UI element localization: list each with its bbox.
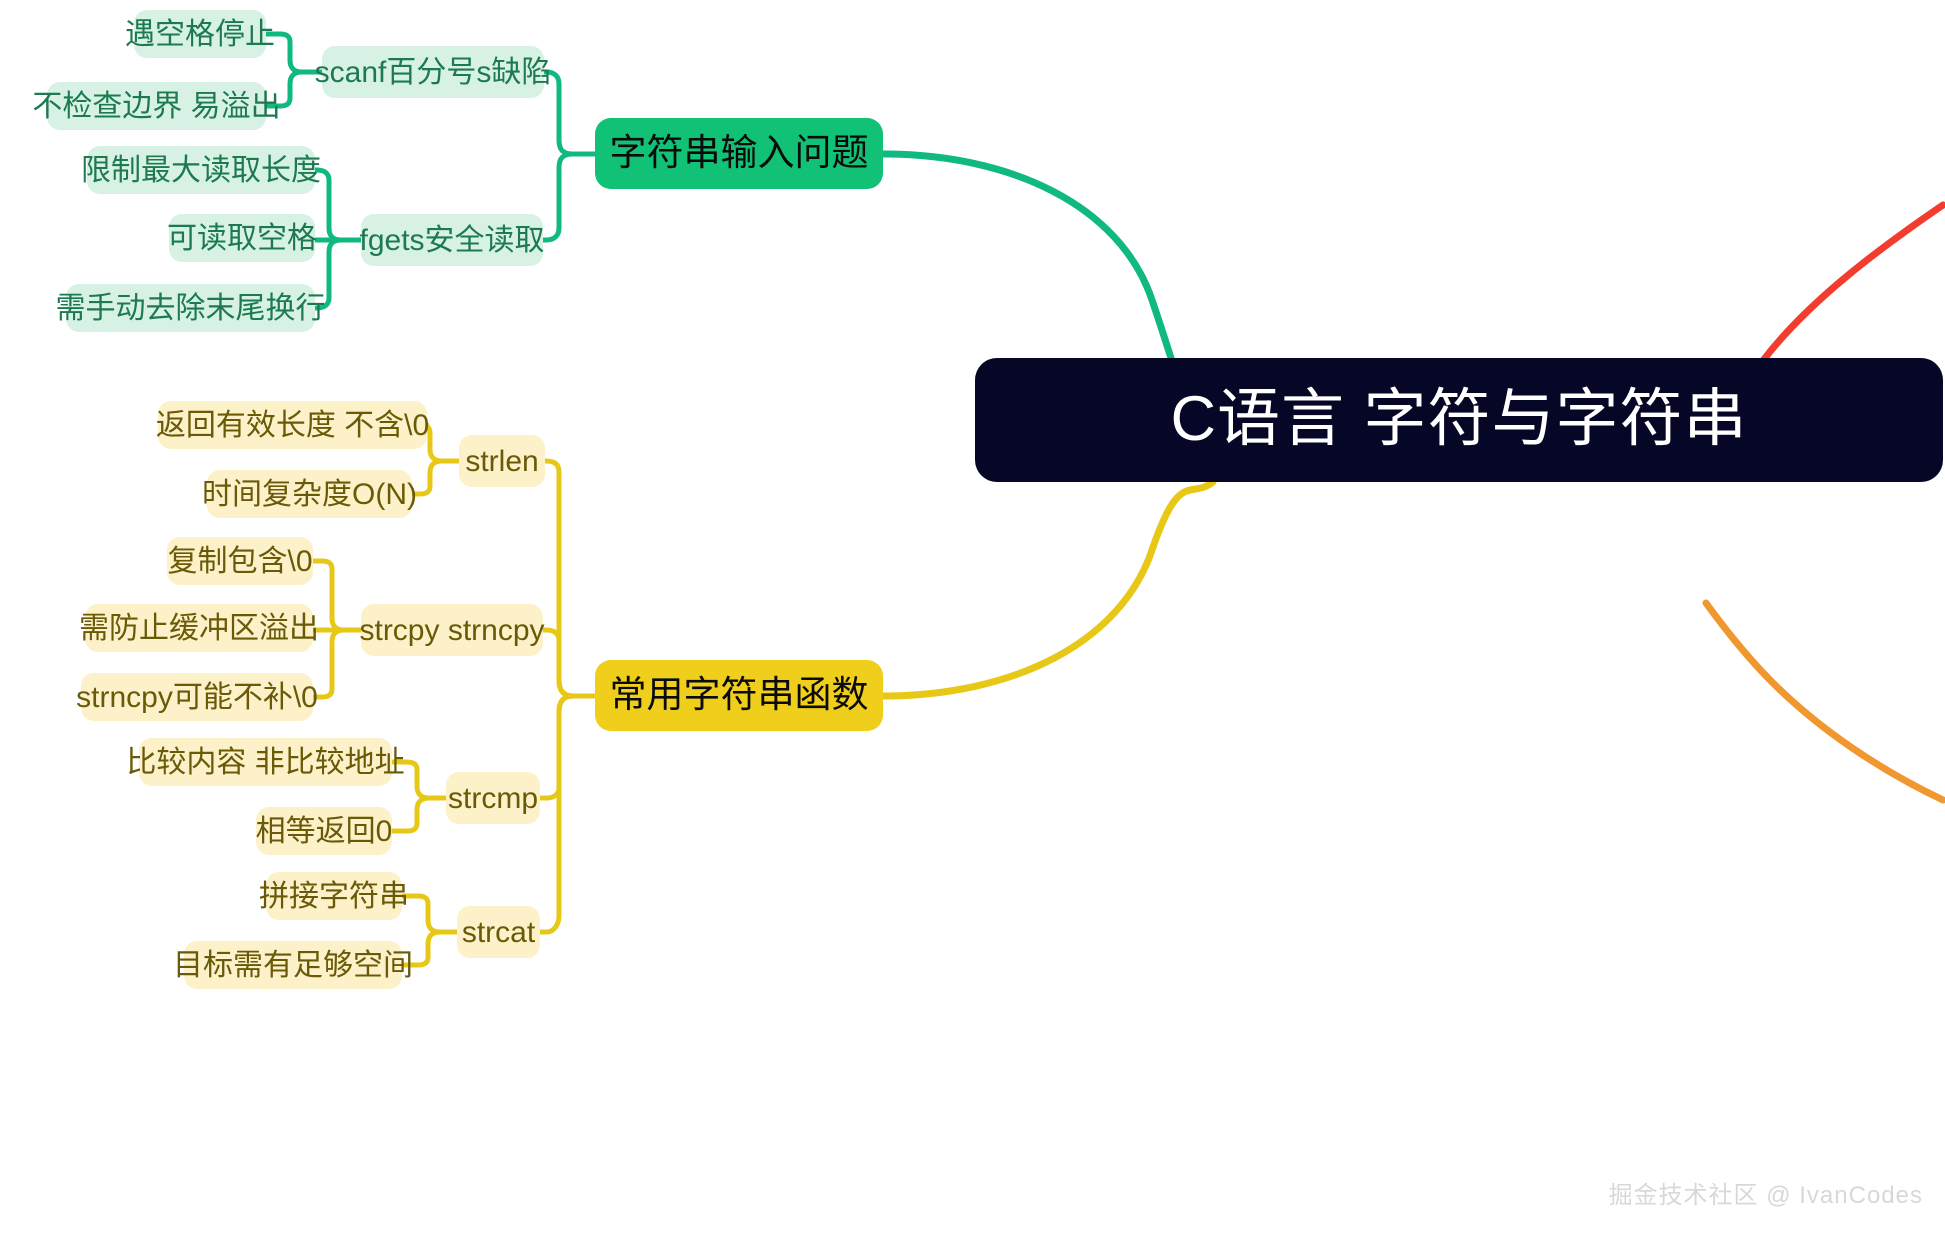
leaf-node-label: 复制包含\0	[167, 544, 313, 578]
leaf-node-strip-newline[interactable]: 需手动去除末尾换行	[56, 284, 326, 332]
wire-yellow-spine-up	[542, 458, 598, 699]
branch-label: 常用字符串函数	[609, 674, 869, 716]
wire-yellow-spine-strcpy	[540, 627, 598, 699]
sub-node-label: strcmp	[448, 781, 538, 815]
sub-node-label: strlen	[465, 444, 539, 478]
leaf-node-label: 目标需有足够空间	[173, 948, 413, 982]
wire-root-to-functions	[879, 478, 1217, 700]
leaf-node-label: 限制最大读取长度	[81, 153, 321, 187]
leaf-node-equal-returns-zero[interactable]: 相等返回0	[256, 807, 392, 855]
leaf-node-strncpy-may-not-null[interactable]: strncpy可能不补\0	[76, 673, 318, 721]
sub-node-scanf-defect[interactable]: scanf百分号s缺陷	[315, 46, 551, 98]
leaf-node-return-effective-length[interactable]: 返回有效长度 不含\0	[155, 401, 430, 449]
leaf-node-prevent-buffer-overflow[interactable]: 需防止缓冲区溢出	[79, 604, 319, 652]
leaf-node-copy-includes-null[interactable]: 复制包含\0	[167, 537, 313, 585]
wire-strcmp-leaf2	[389, 795, 449, 834]
leaf-node-label: 拼接字符串	[259, 879, 409, 913]
wire-green-spine-lower	[540, 151, 598, 243]
wire-strlen-leaf2	[409, 458, 462, 497]
leaf-node-compare-content[interactable]: 比较内容 非比较地址	[126, 738, 405, 786]
sub-node-strcpy-strncpy[interactable]: strcpy strncpy	[359, 604, 545, 656]
sub-node-label: strcat	[461, 915, 536, 949]
leaf-node-label: 时间复杂度O(N)	[202, 477, 417, 511]
branch-label: 字符串输入问题	[609, 132, 869, 174]
leaf-node-label: 可读取空格	[167, 221, 317, 255]
leaf-node-can-read-space[interactable]: 可读取空格	[167, 214, 317, 262]
leaf-node-time-complexity-on[interactable]: 时间复杂度O(N)	[202, 470, 417, 518]
sub-node-fgets-safe-read[interactable]: fgets安全读取	[359, 214, 545, 266]
leaf-node-label: 需防止缓冲区溢出	[79, 611, 319, 645]
root-node[interactable]: C语言 字符与字符串	[975, 358, 1943, 482]
wire-yellow-spine-strcat	[537, 693, 598, 935]
branch-node-common-str-functions[interactable]: 常用字符串函数	[595, 660, 883, 731]
leaf-node-no-bound-check[interactable]: 不检查边界 易溢出	[32, 82, 281, 130]
leaf-node-limit-max-length[interactable]: 限制最大读取长度	[81, 146, 321, 194]
sub-node-label: strcpy strncpy	[359, 613, 545, 647]
leaf-node-stop-at-space[interactable]: 遇空格停止	[125, 10, 275, 58]
wire-orange-offscreen	[1702, 599, 1945, 804]
watermark: 掘金技术社区 @ IvanCodes	[1608, 1182, 1923, 1209]
wire-green-spine	[541, 69, 598, 157]
leaf-node-label: 返回有效长度 不含\0	[155, 408, 430, 442]
sub-node-strcat[interactable]: strcat	[457, 906, 540, 958]
sub-node-label: fgets安全读取	[359, 223, 545, 257]
branch-node-input-problems[interactable]: 字符串输入问题	[595, 118, 883, 189]
leaf-node-label: 相等返回0	[255, 814, 393, 848]
wire-strcpy-leaf3	[310, 627, 364, 700]
sub-node-label: scanf百分号s缺陷	[314, 55, 552, 89]
wire-strcat-leaf1	[399, 893, 460, 935]
sub-node-strlen[interactable]: strlen	[459, 435, 545, 487]
wire-yellow-spine-strcmp	[537, 693, 598, 801]
leaf-node-dest-needs-space[interactable]: 目标需有足够空间	[173, 941, 413, 989]
root-node-label: C语言 字符与字符串	[1170, 384, 1748, 455]
leaf-node-label: 不检查边界 易溢出	[32, 89, 281, 123]
leaf-node-label: strncpy可能不补\0	[76, 680, 318, 714]
wire-fgets-leaf1	[312, 167, 364, 243]
leaf-node-label: 需手动去除末尾换行	[55, 291, 326, 325]
leaf-node-label: 遇空格停止	[125, 17, 275, 51]
leaf-node-label: 比较内容 非比较地址	[126, 745, 405, 779]
sub-node-strcmp[interactable]: strcmp	[446, 772, 540, 824]
leaf-node-concat-strings[interactable]: 拼接字符串	[259, 872, 409, 920]
wire-strcpy-leaf1	[310, 558, 364, 633]
